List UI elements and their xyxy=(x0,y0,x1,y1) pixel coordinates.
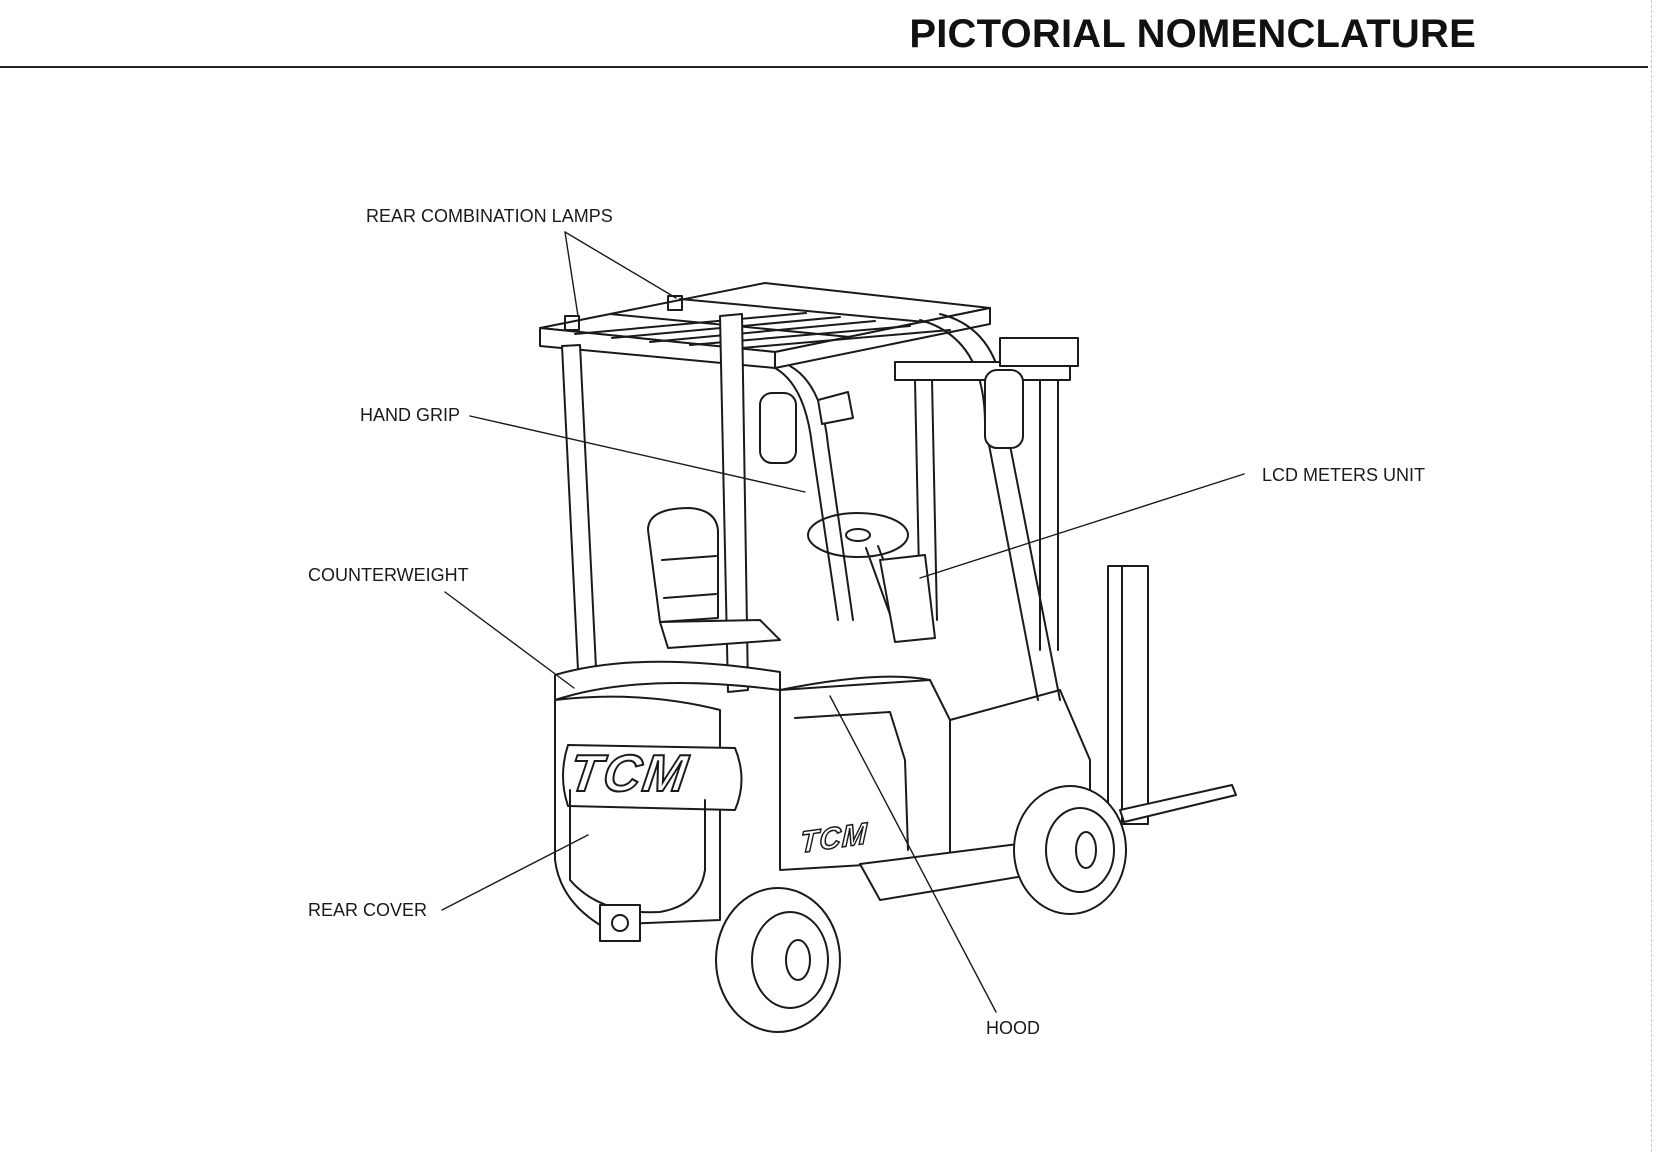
rear-wheel xyxy=(716,888,840,1032)
callout-counterweight: COUNTERWEIGHT xyxy=(308,565,469,585)
leader-rear-combination-lamps-right xyxy=(565,232,676,298)
callout-hood: HOOD xyxy=(986,1018,1040,1038)
leader-lcd-meters-unit xyxy=(920,474,1244,578)
seat xyxy=(648,508,780,648)
steering-wheel xyxy=(808,513,935,642)
leader-hand-grip xyxy=(470,416,805,492)
front-wheel xyxy=(1014,786,1126,914)
leader-rear-combination-lamps-left xyxy=(565,232,578,316)
callout-lcd-meters-unit: LCD METERS UNIT xyxy=(1262,465,1425,485)
callout-rear-combination-lamps: REAR COMBINATION LAMPS xyxy=(366,206,613,226)
overhead-guard xyxy=(540,283,990,368)
callout-rear-cover: REAR COVER xyxy=(308,900,427,920)
leader-counterweight xyxy=(445,592,574,688)
tcm-logo-counterweight: TCM xyxy=(566,744,693,804)
callout-hand-grip: HAND GRIP xyxy=(360,405,460,425)
mirrors xyxy=(760,370,1023,463)
